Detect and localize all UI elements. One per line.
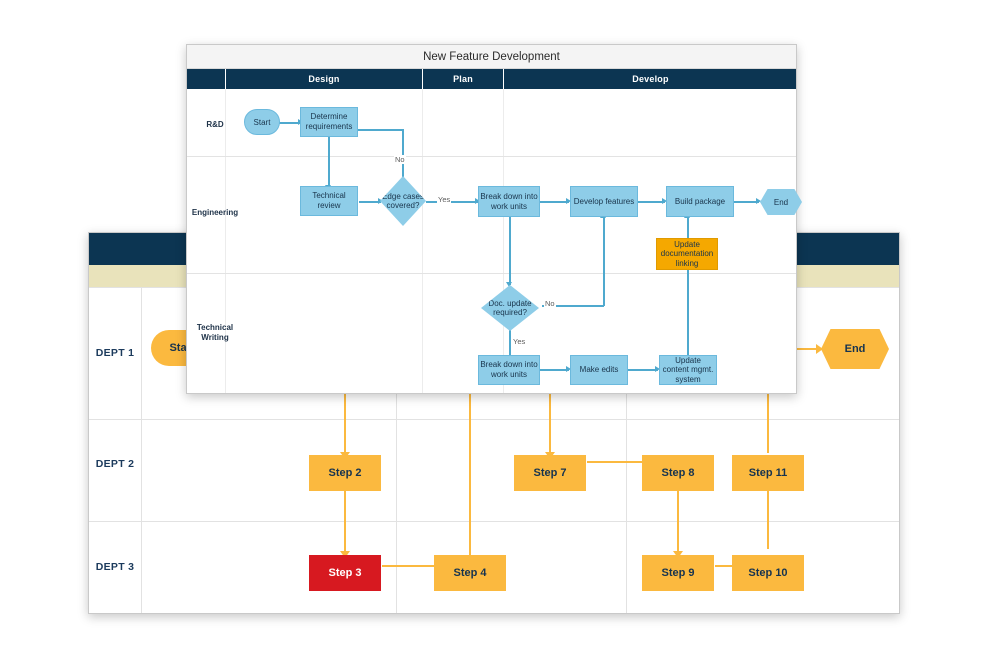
phase-header-develop: Develop [632, 74, 669, 84]
flowchart-lane-separator [187, 156, 796, 157]
flowchart-node-break-down-work-units-engineering[interactable]: Break down into work units [478, 186, 540, 217]
flowchart-connector [356, 129, 403, 131]
flowchart-column-divider [225, 89, 226, 393]
background-connector [767, 483, 769, 549]
flowchart-lane-label-rnd: R&D [206, 120, 224, 129]
flowchart-connector [359, 201, 381, 203]
edge-label-yes-doc: Yes [512, 337, 527, 346]
flowchart-arrowhead [566, 198, 571, 204]
flowchart-connector [539, 201, 569, 203]
edge-label-no-doc: No [544, 299, 556, 308]
flowchart-node-doc-update-required[interactable]: Doc. update required? [481, 285, 539, 331]
flowchart-arrowhead [566, 366, 571, 372]
background-arrowhead [673, 551, 683, 558]
background-column-divider [396, 287, 397, 613]
background-column-divider [141, 287, 142, 613]
edge-label-no-edge-cases: No [394, 155, 406, 164]
flowchart-node-end[interactable]: End [760, 189, 802, 215]
background-lane-label-dept-2: DEPT 2 [95, 458, 135, 470]
flowchart-node-edge-cases-covered[interactable]: Edge cases covered? [380, 176, 426, 226]
background-node-step-8[interactable]: Step 8 [642, 455, 714, 491]
background-lane-separator [89, 419, 899, 420]
flowchart-arrowhead [655, 366, 660, 372]
flowchart-connector [603, 217, 605, 306]
flowchart-arrowhead [756, 198, 761, 204]
edge-label-yes-edge-cases: Yes [437, 195, 452, 204]
flowchart-node-make-edits[interactable]: Make edits [570, 355, 628, 385]
flowchart-connector [687, 217, 689, 238]
flowchart-connector [328, 137, 330, 188]
flowchart-connector [637, 201, 665, 203]
flowchart-node-determine-requirements[interactable]: Determine requirements [300, 107, 358, 137]
background-lane-label-dept-1: DEPT 1 [95, 347, 135, 359]
flowchart-connector [509, 330, 511, 366]
flowchart-node-develop-features[interactable]: Develop features [570, 186, 638, 217]
flowchart-node-start[interactable]: Start [244, 109, 280, 135]
flowchart-column-divider [503, 89, 504, 393]
flowchart-arrowhead [506, 282, 512, 287]
flowchart-node-build-package[interactable]: Build package [666, 186, 734, 217]
phase-header-design: Design [308, 74, 340, 84]
background-connector [344, 483, 346, 555]
phase-header-plan: Plan [453, 74, 473, 84]
flowchart-node-break-down-work-units-tech-writing[interactable]: Break down into work units [478, 355, 540, 385]
flowchart-connector [279, 122, 300, 124]
flowchart-node-update-documentation-linking[interactable]: Update documentation linking [656, 238, 718, 270]
flowchart-connector [509, 217, 511, 285]
background-lane-separator [89, 521, 899, 522]
background-connector [767, 373, 769, 453]
background-connector [677, 483, 679, 555]
background-lane-label-dept-3: DEPT 3 [95, 561, 135, 573]
background-connector [469, 373, 471, 555]
background-node-end[interactable]: End [821, 329, 889, 369]
flowchart-node-update-content-mgmt-system[interactable]: Update content mgmt. system [659, 355, 717, 385]
background-node-step-11[interactable]: Step 11 [732, 455, 804, 491]
background-node-step-9[interactable]: Step 9 [642, 555, 714, 591]
background-connector [587, 461, 657, 463]
background-node-step-2[interactable]: Step 2 [309, 455, 381, 491]
flowchart-title: New Feature Development [187, 45, 796, 69]
phase-header-divider [503, 69, 504, 89]
phase-header-divider [225, 69, 226, 89]
background-node-step-7[interactable]: Step 7 [514, 455, 586, 491]
background-arrowhead [816, 344, 823, 354]
flowchart-connector [628, 369, 658, 371]
flowchart-arrowhead [475, 198, 480, 204]
flowchart-lane-label-technical-writing: Technical Writing [196, 323, 234, 342]
phase-header-divider [422, 69, 423, 89]
flowchart-connector [402, 129, 404, 178]
background-arrowhead [340, 551, 350, 558]
background-column-divider [626, 287, 627, 613]
flowchart-lane-label-engineering: Engineering [191, 208, 239, 217]
background-connector [344, 373, 346, 455]
flowchart-arrowhead [662, 198, 667, 204]
flowchart-lane-separator [187, 273, 796, 274]
background-connector [549, 373, 551, 455]
background-node-step-10[interactable]: Step 10 [732, 555, 804, 591]
flowchart-connector [539, 369, 569, 371]
phase-header-bar [187, 69, 796, 89]
flowchart-connector [426, 201, 478, 203]
background-node-step-3[interactable]: Step 3 [309, 555, 381, 591]
flowchart-column-divider [422, 89, 423, 393]
flowchart-node-technical-review[interactable]: Technical review [300, 186, 358, 216]
flowchart-connector [687, 264, 689, 356]
background-connector [789, 348, 819, 350]
background-node-step-4[interactable]: Step 4 [434, 555, 506, 591]
flowchart-connector [733, 201, 759, 203]
flowchart-connector [542, 305, 604, 307]
foreground-flowchart-panel[interactable]: New Feature Development Design Plan Deve… [186, 44, 802, 394]
background-connector [382, 565, 444, 567]
